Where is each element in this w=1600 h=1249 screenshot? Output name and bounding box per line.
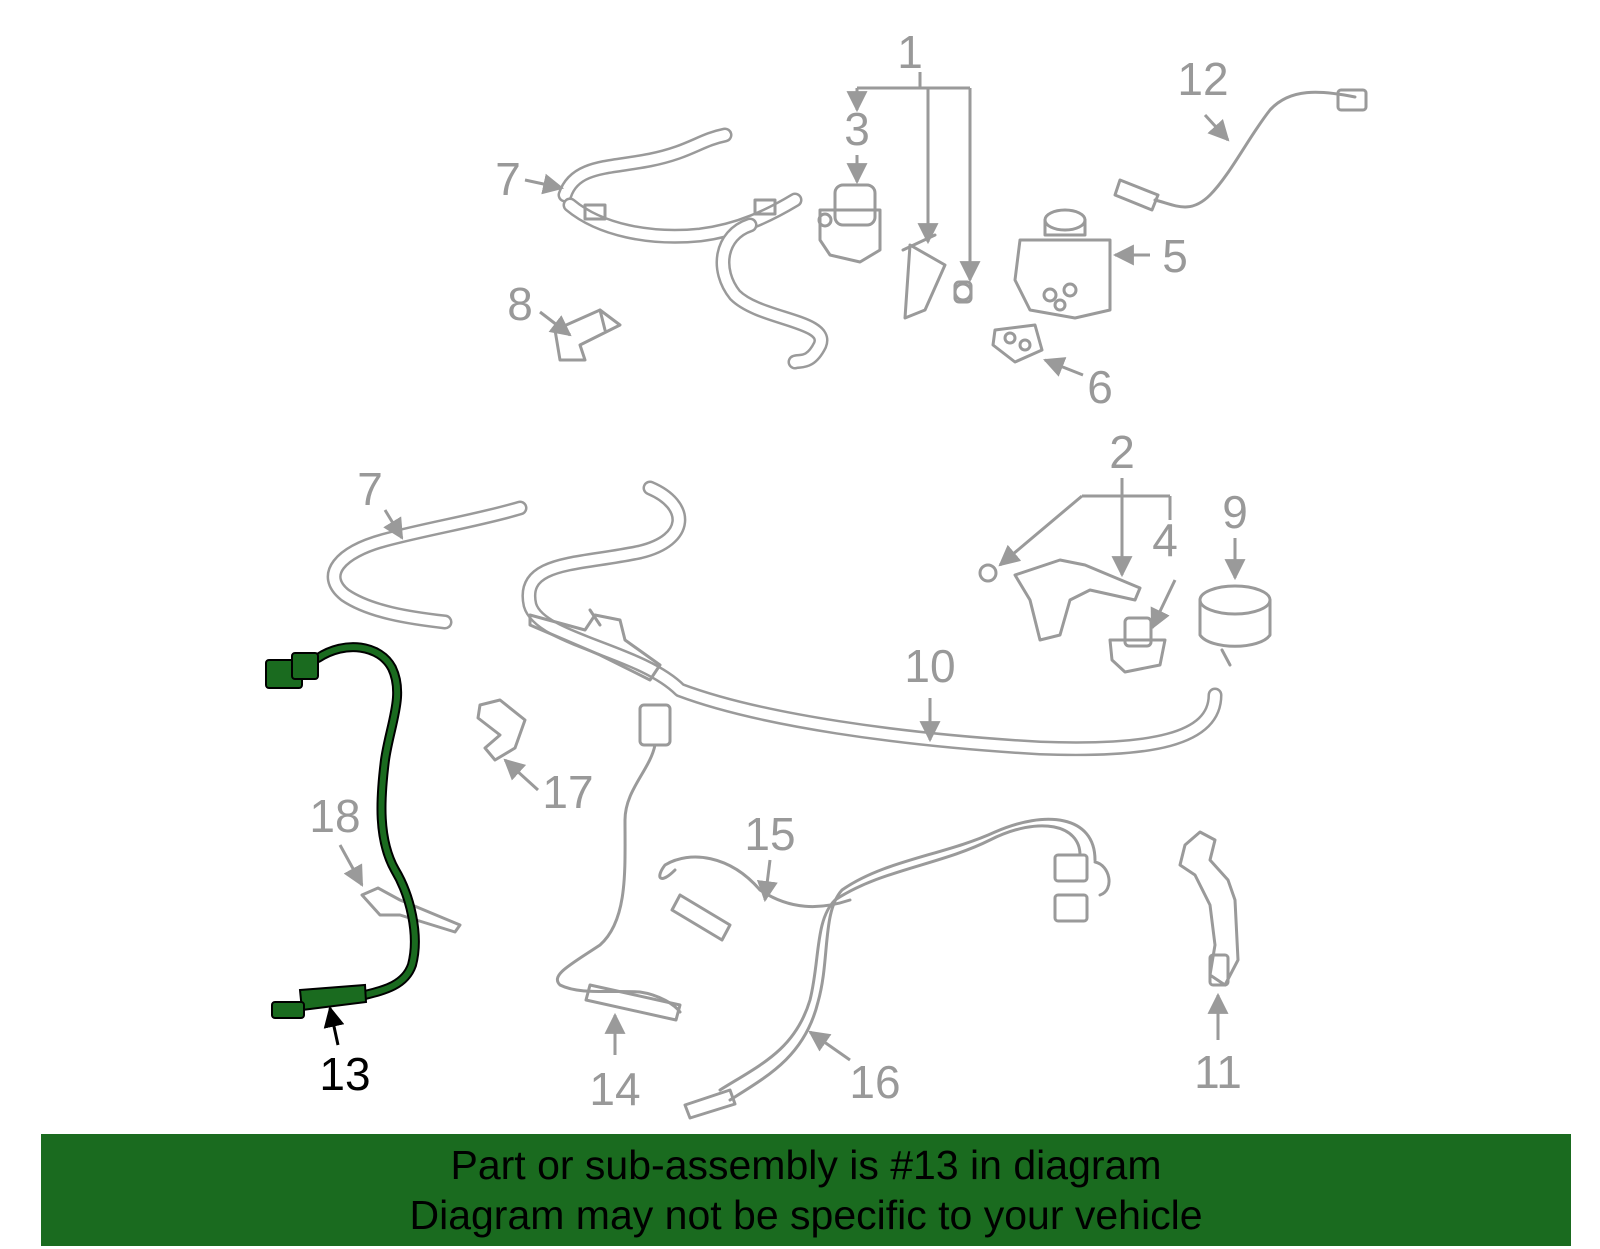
part-7-lower-hose xyxy=(326,500,528,630)
callout-12: 12 xyxy=(1177,53,1228,105)
part-9-canister xyxy=(1198,584,1272,667)
callout-16: 16 xyxy=(849,1056,900,1108)
callout-5: 5 xyxy=(1162,230,1188,282)
part-13-oxygen-sensor xyxy=(265,642,420,1019)
leader-lines xyxy=(323,72,1246,1062)
callout-3: 3 xyxy=(844,103,870,155)
part-1-bracket xyxy=(901,233,973,320)
callout-1: 1 xyxy=(897,26,923,78)
callout-11: 11 xyxy=(1194,1046,1242,1098)
callout-15: 15 xyxy=(744,808,795,860)
callout-8: 8 xyxy=(507,278,533,330)
callout-7-upper: 7 xyxy=(495,153,521,205)
part-4-valve xyxy=(1108,616,1167,674)
callout-6: 6 xyxy=(1087,361,1113,413)
part-2-bracket xyxy=(978,558,1142,642)
callout-13: 13 xyxy=(319,1048,370,1100)
callout-17: 17 xyxy=(542,766,593,818)
banner-line-2: Diagram may not be specific to your vehi… xyxy=(409,1192,1203,1238)
part-7-upper-hose xyxy=(557,127,829,370)
callout-14: 14 xyxy=(589,1063,640,1115)
part-5-egr-valve xyxy=(1013,208,1112,320)
part-11-sensor xyxy=(1178,830,1240,987)
part-10-line xyxy=(521,480,1223,757)
callout-7-lower: 7 xyxy=(357,463,383,515)
part-3-valve xyxy=(817,183,882,264)
part-16-harness xyxy=(683,817,1111,1120)
callout-2: 2 xyxy=(1109,426,1135,478)
callout-4: 4 xyxy=(1152,514,1178,566)
callout-18: 18 xyxy=(309,790,360,842)
part-14-sensor xyxy=(556,703,682,1022)
part-15-sensor xyxy=(658,855,852,942)
part-12-sensor xyxy=(1113,88,1368,212)
part-8-bracket xyxy=(553,308,622,362)
banner-line-1: Part or sub-assembly is #13 in diagram xyxy=(450,1142,1162,1188)
callout-10: 10 xyxy=(904,640,955,692)
callout-9: 9 xyxy=(1222,486,1248,538)
info-banner: Part or sub-assembly is #13 in diagram D… xyxy=(41,1134,1571,1246)
part-18-clip xyxy=(360,886,462,934)
part-6-gasket xyxy=(991,323,1044,364)
part-17-bracket xyxy=(476,698,527,762)
